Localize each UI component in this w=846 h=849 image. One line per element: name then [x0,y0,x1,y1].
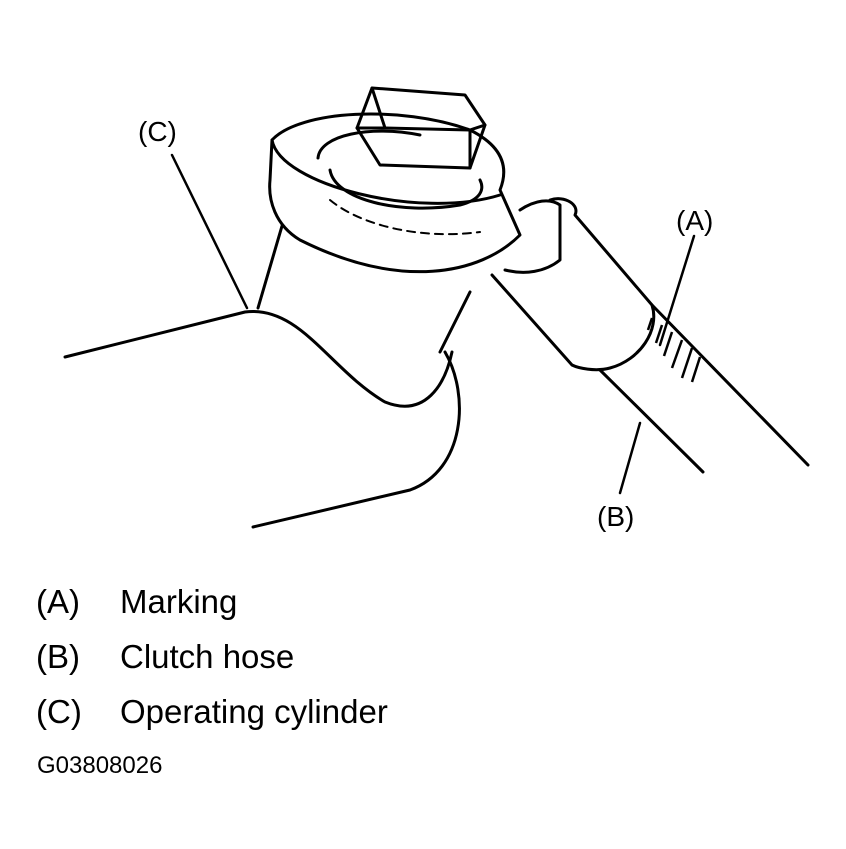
flange-inner-recess [316,129,422,160]
legend-label: Marking [120,583,238,620]
callout-b-label: (B) [597,501,634,532]
flange-outer [268,112,522,274]
legend-label: Operating cylinder [120,693,388,730]
cylinder-neck-right [438,290,472,354]
clutch-hose-lower [598,368,705,474]
legend-row-a: (A) Marking [36,578,388,633]
legend-label: Clutch hose [120,638,295,675]
hose-fitting-sleeve [490,197,656,372]
callout-a-label: (A) [676,205,713,236]
marking-hatch [646,317,702,383]
callout-a-leader [658,234,696,347]
bolt-washer [328,168,484,210]
operating-cylinder-body [63,310,454,408]
clutch-hose-diagram: (C) (A) (B) [63,86,810,532]
legend-key: (B) [36,638,80,675]
cylinder-neck-left [256,224,284,310]
callout-b-leader [618,421,642,495]
union-seat-dashed [329,199,481,236]
legend-row-b: (B) Clutch hose [36,633,388,688]
legend-key: (A) [36,583,80,620]
legend-key: (C) [36,693,82,730]
flange-top-face [270,138,502,205]
eye-fitting [503,199,562,274]
figure-id: G03808026 [37,752,163,779]
legend: (A) Marking (B) Clutch hose (C) Operatin… [36,578,388,743]
clutch-hose-upper [650,303,810,467]
operating-cylinder-lower-outline [251,350,461,529]
legend-row-c: (C) Operating cylinder [36,688,388,743]
callout-c-leader [170,153,249,310]
callout-c-label: (C) [138,116,177,147]
